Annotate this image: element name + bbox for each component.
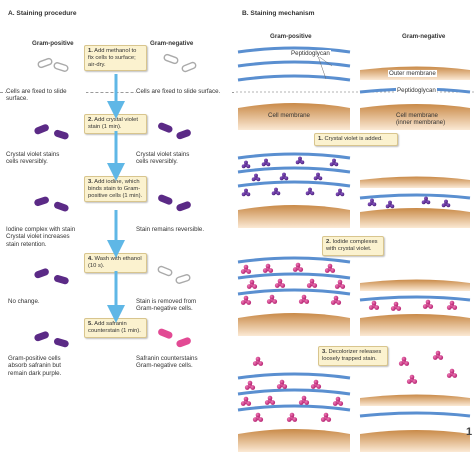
stain-molecule-cluster [240, 264, 252, 274]
stain-molecule-cluster [320, 412, 332, 422]
stain-molecule-cluster [332, 396, 344, 406]
mechanism-step-1: 1. Crystal violet is added. [314, 133, 398, 146]
stain-molecule-cluster [241, 188, 251, 197]
panel-b-gram-positive-heading: Gram-positive [270, 33, 312, 40]
label-peptidoglycan-left: Peptidoglycan [290, 50, 331, 58]
stain-molecule-cluster [240, 295, 252, 305]
procedure-step-3: 3. Add iodine, which binds stain to Gram… [84, 176, 147, 203]
gram-positive-wall-top [237, 46, 351, 130]
stain-molecule-cluster [252, 412, 264, 422]
unstained-cells-positive [37, 57, 69, 72]
page-number: 1 [466, 426, 473, 438]
left-note-2: Crystal violet stains cells reversibly. [6, 151, 60, 166]
stain-molecule-cluster [334, 279, 346, 289]
stain-molecule-cluster [406, 374, 418, 384]
left-note-5: Gram-positive cells absorb safranin but … [8, 355, 62, 377]
cell-membrane-band [238, 103, 350, 130]
stain-molecule-cluster [330, 295, 342, 305]
left-note-3: Iodine complex with stain Crystal violet… [6, 226, 76, 248]
violet-cells-positive-row3 [34, 196, 69, 212]
stage3-gram-negative [359, 394, 471, 452]
stage2-gram-positive [237, 256, 351, 336]
cell-membrane-band [360, 104, 470, 130]
stage3-gram-positive [237, 372, 351, 452]
stain-molecule-cluster [385, 200, 395, 209]
label-peptidoglycan-right: Peptidoglycan [396, 87, 437, 95]
procedure-step-5: 5. Add safranin counterstain (1 min). [84, 318, 147, 338]
stain-molecule-cluster [274, 278, 286, 288]
stain-molecule-cluster [367, 198, 377, 207]
stain-molecule-cluster [306, 278, 318, 288]
peptidoglycan-layer [237, 46, 351, 54]
stain-molecule-cluster [390, 301, 402, 311]
stain-molecule-cluster [432, 350, 444, 360]
stain-molecule-cluster [310, 379, 322, 389]
stain-molecule-cluster [305, 187, 315, 196]
stain-molecule-cluster [261, 158, 271, 167]
stain-molecule-cluster [276, 379, 288, 389]
stain-molecules [240, 156, 458, 422]
right-note-5: Safranin counterstains Gram-negative cel… [136, 355, 198, 370]
stain-molecule-cluster [298, 294, 310, 304]
violet-cells-negative-row2 [158, 122, 191, 140]
mechanism-step-3: 3. Decolorizer releases loosely trapped … [318, 346, 388, 366]
stain-molecule-cluster [264, 395, 276, 405]
stain-molecule-cluster [441, 199, 451, 208]
panel-b-gram-negative-heading: Gram-negative [402, 33, 446, 40]
panel-b-title: B. Staining mechanism [242, 10, 315, 17]
mechanism-step-2: 2. Iodide complexes with crystal violet. [322, 236, 384, 256]
stain-molecule-cluster [422, 299, 434, 309]
right-note-1: Cells are fixed to slide surface. [136, 88, 232, 96]
left-note-4: No change. [8, 298, 40, 305]
right-note-2: Crystal violet stains cells reversibly. [136, 151, 190, 166]
stain-molecule-cluster [240, 396, 252, 406]
stain-molecule-cluster [329, 158, 339, 167]
stain-molecule-cluster [286, 412, 298, 422]
stain-molecule-cluster [446, 368, 458, 378]
left-note-1: Cells are fixed to slide surface. [6, 88, 86, 103]
panel-a-title: A. Staining procedure [8, 10, 77, 17]
pink-cells-negative-row5 [158, 328, 191, 348]
violet-cells-positive-row2 [34, 124, 69, 140]
procedure-step-1: 1. Add methanol to fix cells to surface;… [84, 45, 147, 72]
label-outer-membrane: Outer membrane [388, 70, 437, 78]
stain-molecule-cluster [298, 395, 310, 405]
label-cell-membrane-left: Cell membrane [268, 112, 310, 119]
stain-molecule-cluster [295, 156, 305, 165]
peptidoglycan-layer [237, 60, 351, 68]
stain-molecule-cluster [398, 356, 410, 366]
panel-a-gram-negative-heading: Gram-negative [150, 40, 194, 47]
stain-molecule-cluster [252, 356, 264, 366]
stain-molecule-cluster [266, 294, 278, 304]
stain-molecule-cluster [292, 262, 304, 272]
stain-molecule-cluster [246, 279, 258, 289]
stain-molecule-cluster [262, 263, 274, 273]
cleared-cells-negative-row4 [157, 265, 191, 284]
violet-cells-positive-row5 [34, 331, 69, 348]
right-note-3: Stain remains reversible. [136, 226, 205, 233]
stain-molecule-cluster [335, 188, 345, 197]
stain-molecule-cluster [271, 187, 281, 196]
stage1-gram-positive [237, 152, 351, 228]
right-note-4: Stain is removed from Gram-negative cell… [136, 298, 197, 313]
stain-molecule-cluster [279, 172, 289, 181]
stain-molecule-cluster [241, 160, 251, 169]
stain-molecule-cluster [324, 263, 336, 273]
label-cell-membrane-right: Cell membrane (inner membrane) [396, 112, 446, 127]
stage2-gram-negative [359, 279, 471, 336]
stain-molecule-cluster [313, 172, 323, 181]
stain-molecule-cluster [244, 380, 256, 390]
stage1-gram-negative [359, 176, 471, 228]
stain-molecule-cluster [251, 173, 261, 182]
stain-molecule-cluster [446, 300, 458, 310]
peptidoglycan-layer [237, 74, 351, 82]
unstained-cells-negative [163, 53, 197, 73]
stain-molecule-cluster [368, 300, 380, 310]
panel-a-gram-positive-heading: Gram-positive [32, 40, 74, 47]
violet-cells-negative-row3 [158, 194, 191, 212]
stain-molecule-cluster [421, 196, 431, 205]
violet-cells-positive-row4 [34, 268, 69, 285]
